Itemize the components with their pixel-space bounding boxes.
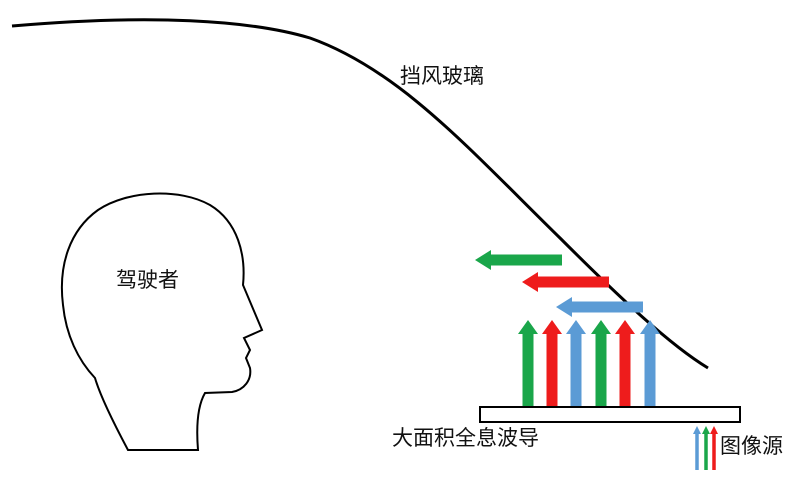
driver-label: 驾驶者 <box>116 268 179 292</box>
reflected-rays <box>475 250 643 317</box>
windshield-curve <box>11 18 709 370</box>
reflected-ray-arrow-3 <box>556 297 643 317</box>
waveguide-label: 大面积全息波导 <box>392 426 539 450</box>
vertical-ray-arrow-2 <box>542 320 562 406</box>
windshield-label: 挡风玻璃 <box>400 64 484 88</box>
vertical-ray-arrow-1 <box>518 320 538 406</box>
image-source-ray-2 <box>702 426 710 470</box>
waveguide-plate <box>479 406 741 423</box>
image-source-rays <box>693 426 718 470</box>
image-source-label: 图像源 <box>720 434 783 458</box>
image-source-ray-3 <box>710 426 718 470</box>
vertical-ray-arrow-5 <box>615 320 635 406</box>
driver-head-icon <box>60 192 264 451</box>
vertical-ray-arrow-4 <box>591 320 611 406</box>
image-source-ray-1 <box>693 426 701 470</box>
vertical-ray-arrow-6 <box>640 320 660 406</box>
reflected-ray-arrow-2 <box>522 272 609 292</box>
reflected-ray-arrow-1 <box>475 250 562 270</box>
vertical-ray-arrow-3 <box>566 320 586 406</box>
vertical-rays <box>518 320 660 406</box>
